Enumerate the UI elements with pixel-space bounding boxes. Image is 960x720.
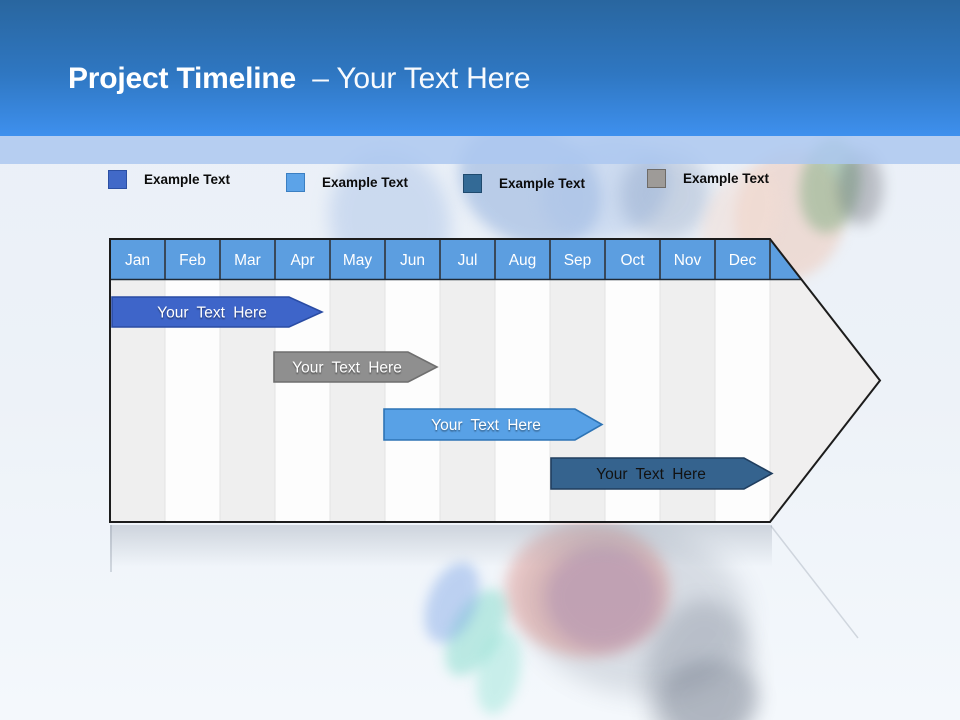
gantt-bar-2-label: Your Text Here [292,360,402,377]
timeline-arrowhead [770,239,880,522]
timeline-column [330,279,385,522]
legend-swatch-3 [463,174,482,193]
month-label-sep: Sep [564,252,592,269]
month-label-aug: Aug [509,252,537,269]
timeline-arrow-outline [109,238,882,523]
legend-label-2: Example Text [322,175,409,190]
gantt-bar-2: Your Text Here [273,351,439,383]
gantt-bar-1-shape [111,296,324,328]
timeline-column [385,279,440,522]
slide-title-light: – Your Text Here [312,62,531,95]
month-label-jul: Jul [458,252,478,269]
month-label-jan: Jan [125,252,150,269]
legend-swatch-4 [647,169,666,188]
month-label-mar: Mar [234,252,261,269]
legend-swatch-1 [108,170,127,189]
legend-label-1: Example Text [144,172,231,187]
legend-item-2: Example Text [286,173,408,192]
month-label-may: May [343,252,373,269]
reflection-arrow-edge [770,525,859,639]
month-label-oct: Oct [620,252,645,269]
month-label-jun: Jun [400,252,425,269]
gantt-bar-3-label: Your Text Here [431,417,541,434]
ghost-shoulder [620,150,710,240]
month-label-nov: Nov [674,252,702,269]
gantt-bar-3-shape [383,408,604,441]
month-label-feb: Feb [179,252,206,269]
timeline-month-header [110,239,801,279]
legend-label-3: Example Text [499,176,586,191]
legend-item-4: Example Text [647,169,769,188]
header-accent-band [0,136,960,164]
month-header-separators [164,240,771,279]
legend-swatch-2 [286,173,305,192]
table-reflection [110,525,772,567]
month-label-dec: Dec [729,252,757,269]
gantt-bar-1: Your Text Here [111,296,324,328]
gantt-bar-3: Your Text Here [383,408,604,441]
slide-header [0,0,960,136]
gantt-bar-1-label: Your Text Here [157,305,267,322]
legend-item-1: Example Text [108,170,230,189]
ghost-leg-lower [660,660,760,720]
timeline-column [440,279,495,522]
legend-item-3: Example Text [463,174,585,193]
month-label-apr: Apr [290,252,314,269]
slide-title: Project Timeline – Your Text Here [68,62,531,96]
gantt-bar-4-shape [550,457,774,490]
gantt-bar-4-label: Your Text Here [596,466,706,483]
gantt-bar-2-shape [273,351,439,383]
gantt-bar-4: Your Text Here [550,457,774,490]
timeline-column [495,279,550,522]
column-gridlines [164,279,771,522]
legend-label-4: Example Text [683,171,770,186]
slide-title-bold: Project Timeline [68,62,296,95]
